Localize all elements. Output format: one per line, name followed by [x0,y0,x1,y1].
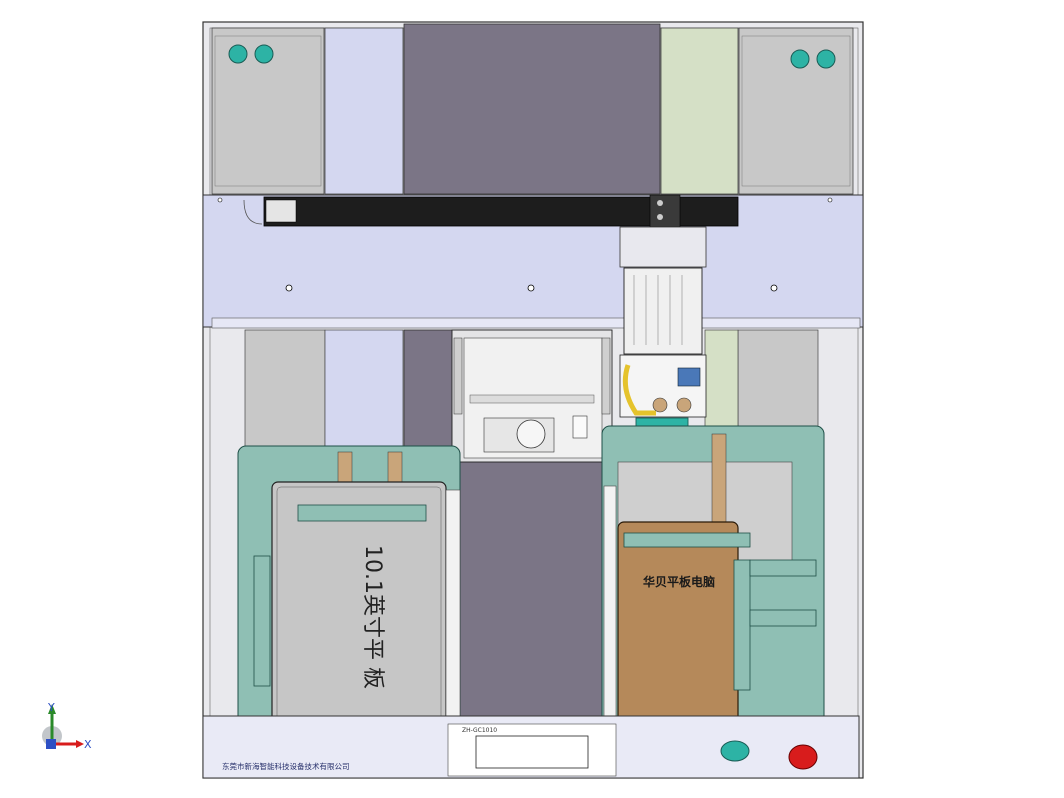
top-left-panel [211,27,325,195]
nameplate-code: ZH-GC1010 [462,727,497,734]
touch-screen [475,735,589,769]
indicator-light-3 [790,49,810,69]
top-right-panel [738,27,854,195]
front-control-panel [202,715,860,779]
top-lavender-panel [324,27,404,195]
indicator-light-4 [816,49,836,69]
top-center-dark-panel [403,23,661,195]
tablet-label-right: 华贝平板电脑 [643,574,715,589]
indicator-light-2 [254,44,274,64]
center-station [451,329,613,463]
tablet-brown [617,521,739,723]
right-sage-rail [704,329,739,431]
emergency-stop-button [788,744,818,770]
axis-y-label: Y [47,701,55,714]
top-sage-panel [660,27,739,195]
indicator-light-1 [228,44,248,64]
start-button [720,740,750,762]
company-footer: 东莞市新海智能科技设备技术有限公司 [222,761,350,771]
gantry-beam [202,194,864,329]
axis-triad [42,704,84,749]
left-lavender-rail [324,329,404,451]
axis-x-label: X [84,738,92,751]
tablet-label-left: 10.1英寸平 板 [360,545,385,689]
left-rail [244,329,326,451]
left-fixture-plate [237,445,461,753]
